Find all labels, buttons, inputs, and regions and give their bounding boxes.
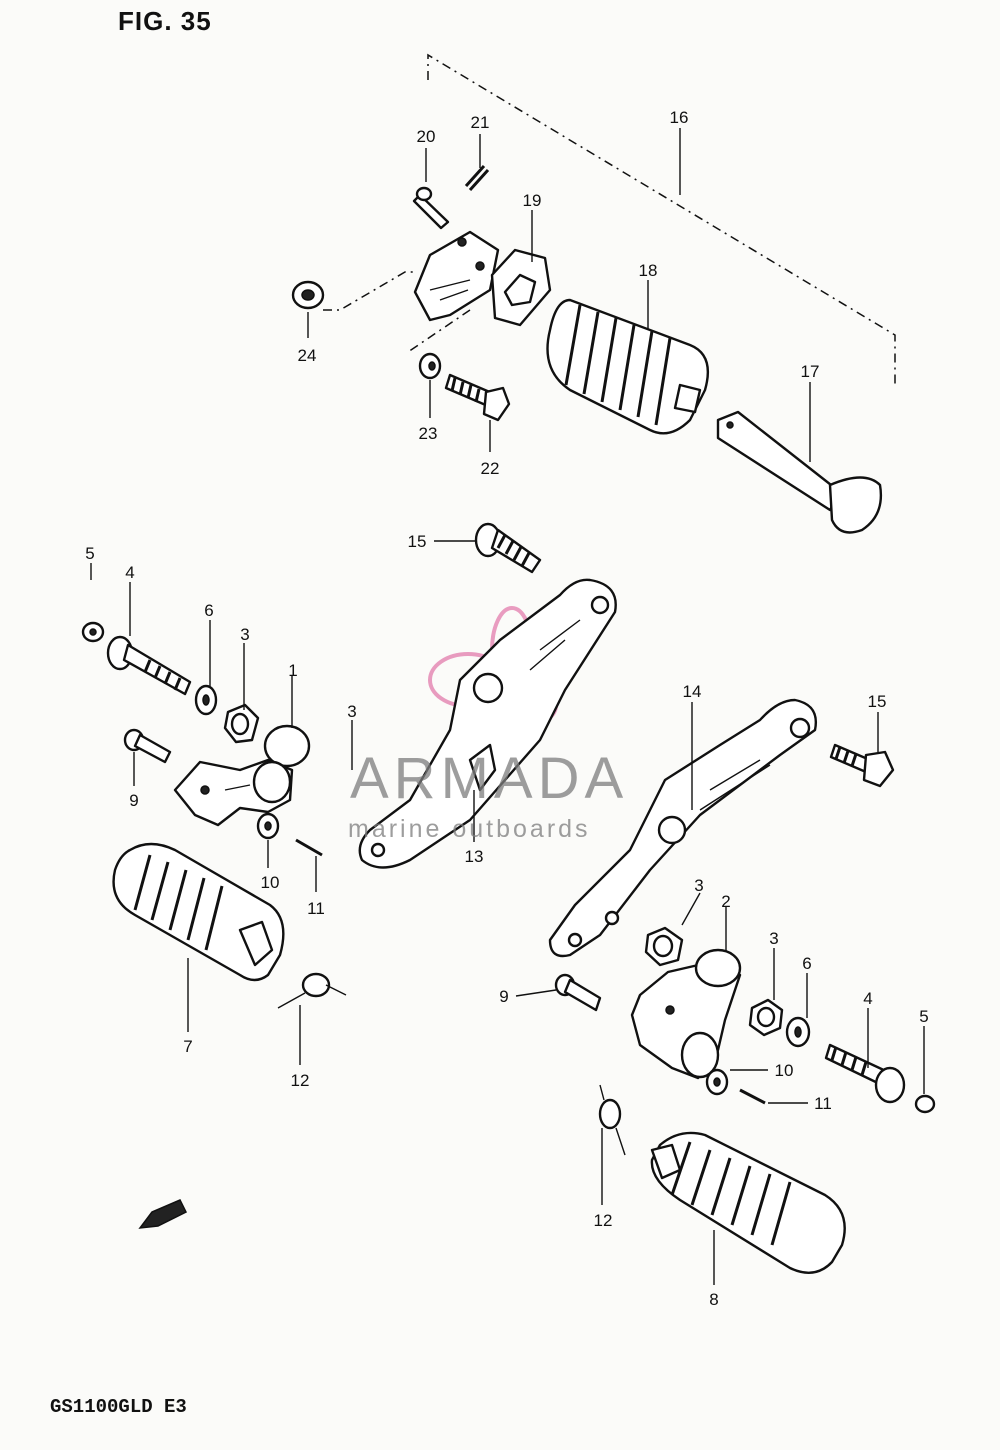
part-12-spring-right xyxy=(598,1084,626,1156)
part-10-washer-right xyxy=(705,1068,729,1096)
leader-lines xyxy=(90,128,925,1285)
part-6-washer-right xyxy=(785,1016,811,1048)
part-21-cotter-pin xyxy=(464,164,490,192)
callout-7: 7 xyxy=(183,1037,192,1056)
callout-8: 8 xyxy=(709,1290,718,1309)
callout-3: 3 xyxy=(694,876,703,895)
callout-labels: 1 2 3 3 3 3 4 4 5 5 6 6 7 8 9 9 10 10 11… xyxy=(85,108,928,1309)
callout-11: 11 xyxy=(307,899,325,918)
part-18-grip-rubber xyxy=(546,298,710,435)
part-1-pivot-bracket xyxy=(173,724,311,827)
callout-4: 4 xyxy=(125,563,134,582)
figure-title: FIG. 35 xyxy=(118,6,212,36)
callout-10: 10 xyxy=(261,873,280,892)
part-20-pin xyxy=(412,186,450,230)
callout-9: 9 xyxy=(129,791,138,810)
part-17-footrest-rod xyxy=(716,410,883,534)
callout-15: 15 xyxy=(408,532,427,551)
part-23-washer xyxy=(418,352,442,380)
callout-5: 5 xyxy=(85,544,94,563)
part-10-washer-left xyxy=(256,812,280,840)
part-14-bracket-right xyxy=(548,698,817,958)
part-4-bolt-left xyxy=(106,635,192,696)
callout-4: 4 xyxy=(863,989,872,1008)
part-5-nut-left xyxy=(81,621,105,643)
part-11-cotter-right xyxy=(739,1088,766,1105)
callout-9: 9 xyxy=(499,987,508,1006)
callout-2: 2 xyxy=(721,892,730,911)
callout-1: 1 xyxy=(288,661,297,680)
callout-6: 6 xyxy=(802,954,811,973)
callout-24: 24 xyxy=(298,346,317,365)
assembly-line-24 xyxy=(323,271,413,311)
part-15-bolt-upper xyxy=(474,522,542,574)
part-5-nut-right xyxy=(914,1094,936,1114)
callout-3: 3 xyxy=(347,702,356,721)
callout-17: 17 xyxy=(801,362,820,381)
part-3-nut-right-upper xyxy=(644,926,684,967)
callout-11: 11 xyxy=(814,1094,832,1113)
part-8-footrest-right xyxy=(650,1131,846,1274)
callout-23: 23 xyxy=(419,424,438,443)
part-16-bracket xyxy=(413,230,500,322)
watermark-brand: ARMADA xyxy=(350,746,629,811)
callout-12: 12 xyxy=(594,1211,613,1230)
part-9-pin-left xyxy=(123,728,172,764)
part-2-pivot-bracket xyxy=(630,948,742,1080)
callout-15: 15 xyxy=(868,692,887,711)
part-6-washer-left xyxy=(194,684,218,716)
part-15-bolt-right xyxy=(829,743,895,788)
part-24-nut xyxy=(291,280,325,310)
direction-arrow-icon xyxy=(138,1199,188,1229)
callout-18: 18 xyxy=(639,261,658,280)
callout-20: 20 xyxy=(417,127,436,146)
part-22-bolt xyxy=(444,373,511,422)
callout-19: 19 xyxy=(523,191,542,210)
callout-3: 3 xyxy=(769,929,778,948)
watermark-tagline: marine outboards xyxy=(348,815,591,843)
callout-14: 14 xyxy=(683,682,702,701)
callout-12: 12 xyxy=(291,1071,310,1090)
part-3-nut-right xyxy=(748,998,784,1037)
callout-6: 6 xyxy=(204,601,213,620)
part-12-spring-left xyxy=(277,972,347,1009)
callout-10: 10 xyxy=(775,1061,794,1080)
callout-22: 22 xyxy=(481,459,500,478)
callout-21: 21 xyxy=(471,113,490,132)
part-9-pin-right xyxy=(554,973,602,1012)
part-3-nut-left xyxy=(223,703,260,744)
part-11-cotter-left xyxy=(295,838,323,857)
part-19-gasket xyxy=(490,248,552,327)
part-4-bolt-right xyxy=(824,1043,906,1104)
callout-16: 16 xyxy=(670,108,689,127)
callout-3: 3 xyxy=(240,625,249,644)
part-7-footrest-left xyxy=(112,842,285,982)
assembly-16-bracket xyxy=(427,53,896,385)
model-code: GS1100GLD E3 xyxy=(50,1396,187,1418)
callout-13: 13 xyxy=(465,847,484,866)
callout-5: 5 xyxy=(919,1007,928,1026)
part-13-bracket-left xyxy=(358,578,617,869)
